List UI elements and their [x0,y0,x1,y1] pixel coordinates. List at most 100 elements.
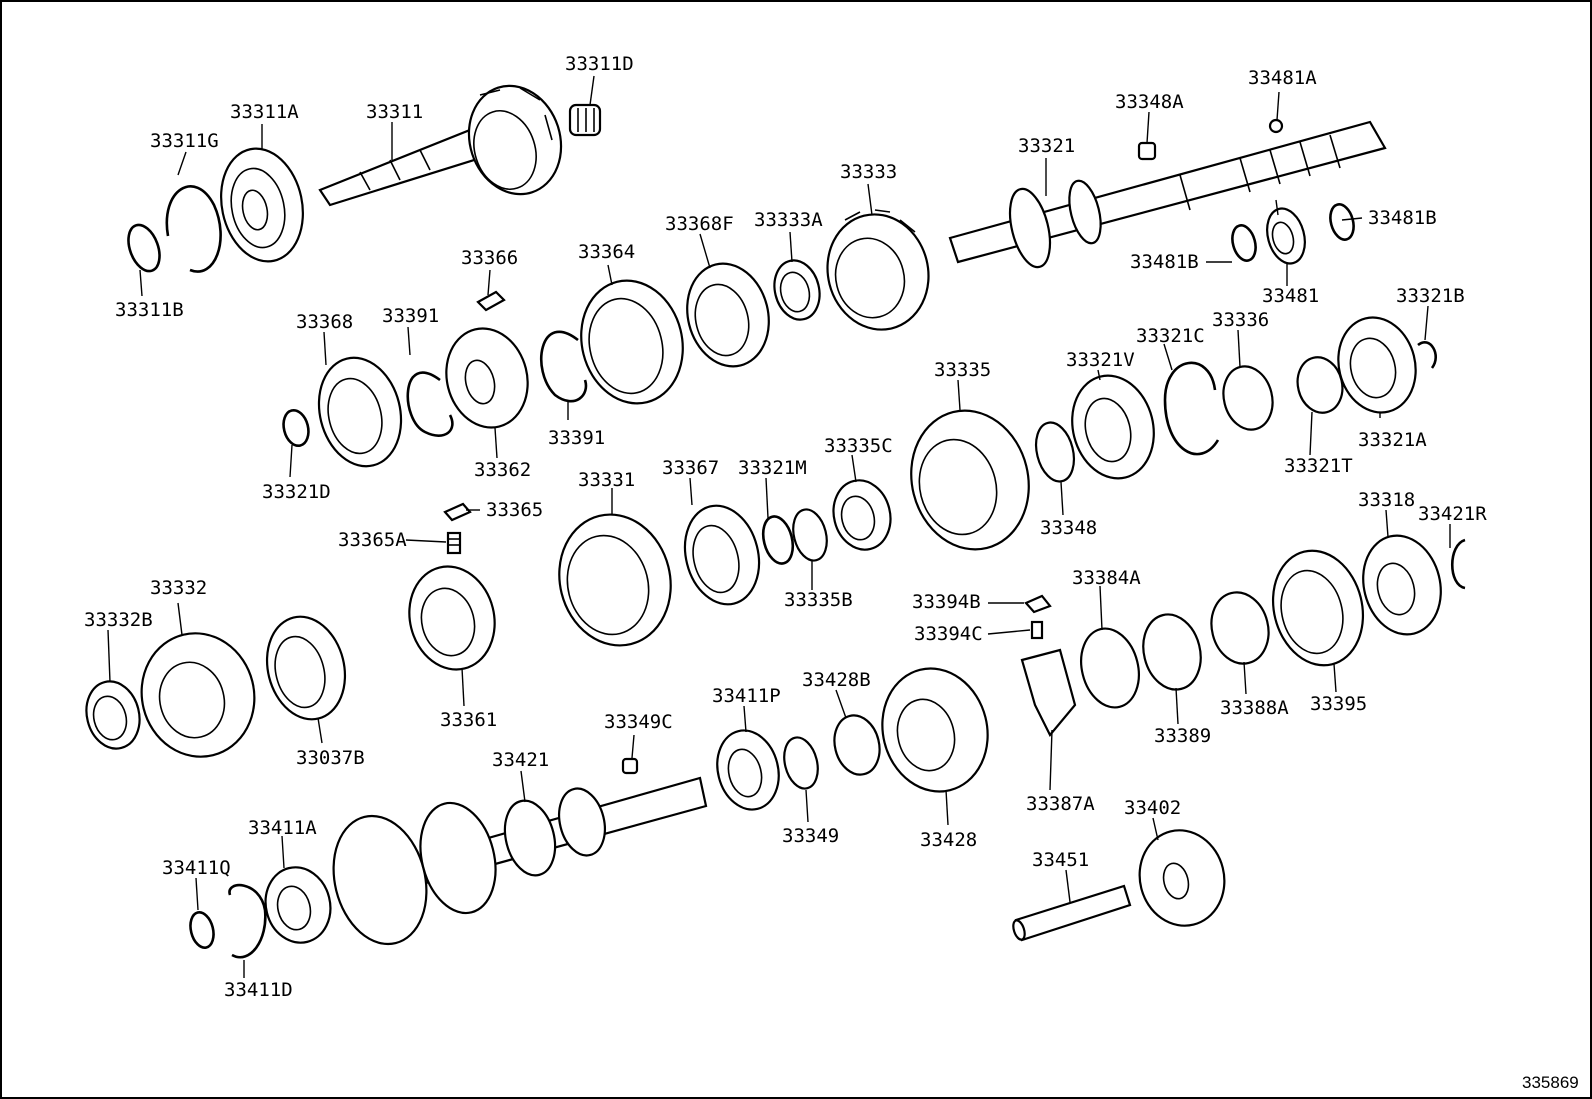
label-33364: 33364 [578,241,635,263]
part-33387A-plate [1020,648,1077,737]
part-33321T-spacer [1296,356,1344,414]
part-33321A-bearing [1337,316,1417,414]
part-33311-input-shaft [318,84,563,207]
part-33348-ring [1034,421,1076,483]
part-33421-counter-gear [332,776,708,946]
label-33321M: 33321M [738,457,807,479]
part-33321M-snap-ring [761,515,795,565]
label-33481B-left: 33481B [1130,251,1199,273]
part-33311D-bearing [568,103,602,137]
part-33428-gear [881,667,989,793]
part-33336-gear [1222,365,1274,431]
label-33366: 33366 [461,247,518,269]
label-33333A: 33333A [754,209,823,231]
label-33321A: 33321A [1358,429,1427,451]
part-33335B-ring [792,508,828,562]
part-33411Q-snap-ring [189,911,215,949]
label-33387A: 33387A [1026,793,1095,815]
label-33362: 33362 [474,459,531,481]
part-33391-snap-ring-right [539,330,588,403]
label-33428B: 33428B [802,669,871,691]
part-33332B-bearing [85,680,141,750]
part-33368F-synchro-ring [686,262,770,368]
part-33388A-synchro-ring [1210,591,1270,665]
label-33321B: 33321B [1396,285,1465,307]
label-33311G: 33311G [150,130,219,152]
label-33335C: 33335C [824,435,893,457]
label-33311: 33311 [366,101,423,123]
part-33349C-pin [621,757,639,775]
part-33362-hub [445,327,529,429]
label-33331: 33331 [578,469,635,491]
label-33368: 33368 [296,311,353,333]
label-33394C: 33394C [914,623,983,645]
part-33365-key [443,502,472,522]
label-33348A: 33348A [1115,91,1184,113]
part-33411A-bearing [264,866,332,944]
part-33421R-snap-ring [1451,538,1466,590]
label-33368F: 33368F [665,213,734,235]
part-33389-ring [1142,613,1202,691]
part-33411D-snap-ring [228,883,267,959]
part-33366-key [476,290,506,312]
part-33321-output-shaft [948,120,1387,269]
label-33321D: 33321D [262,481,331,503]
label-33361: 33361 [440,709,497,731]
part-33348A-pin [1137,141,1157,161]
label-33481B-right: 33481B [1368,207,1437,229]
label-33311D: 33311D [565,53,634,75]
label-33421: 33421 [492,749,549,771]
label-33037B: 33037B [296,747,365,769]
part-33321B-snap-ring [1417,341,1438,369]
part-33394C-spring [1030,620,1044,640]
label-33321C: 33321C [1136,325,1205,347]
part-33367-synchro-ring [683,504,761,606]
part-33384A-hub [1080,627,1140,709]
part-33335-gear [910,409,1030,551]
label-33394B: 33394B [912,591,981,613]
label-33384A: 33384A [1072,567,1141,589]
label-33321: 33321 [1018,135,1075,157]
label-33332B: 33332B [84,609,153,631]
diagram-reference-number: 335869 [1522,1073,1579,1092]
part-33318-gear [1362,534,1442,636]
label-33349C: 33349C [604,711,673,733]
part-33428B-bearing [833,714,881,776]
part-33333-gear [826,209,930,331]
label-33391-top: 33391 [382,305,439,327]
label-33333: 33333 [840,161,897,183]
label-33411A: 33411A [248,817,317,839]
label-33388A: 33388A [1220,697,1289,719]
part-33481-gear [1266,207,1306,265]
label-33365A: 33365A [338,529,407,551]
label-33411Q: 33411Q [162,857,231,879]
label-33451: 33451 [1032,849,1089,871]
part-33331-sleeve [558,513,672,647]
label-33335: 33335 [934,359,991,381]
label-33421R: 33421R [1418,503,1487,525]
leader-lines [107,75,1451,978]
part-33333A-bearing [773,259,821,321]
part-33335C-bearing [832,479,892,551]
label-33349: 33349 [782,825,839,847]
part-33364-sleeve [580,279,684,405]
part-33361-hub [408,565,496,671]
part-33037B-synchro-ring [265,615,347,721]
label-33402: 33402 [1124,797,1181,819]
label-33336: 33336 [1212,309,1269,331]
label-33335B: 33335B [784,589,853,611]
part-33481A-ball [1268,118,1284,134]
part-33349-ring [783,736,819,790]
label-33311B: 33311B [115,299,184,321]
part-33391-snap-ring-left [406,371,454,437]
part-33311B-snap-ring [127,223,161,273]
part-33365A-spring [446,531,462,555]
label-33395: 33395 [1310,693,1367,715]
part-33321V-bearing [1071,374,1155,480]
part-labels: 33311D 33311A 33311 33311G 33311B 33348A… [84,53,1487,1001]
label-33321T: 33321T [1284,455,1353,477]
label-33428: 33428 [920,829,977,851]
